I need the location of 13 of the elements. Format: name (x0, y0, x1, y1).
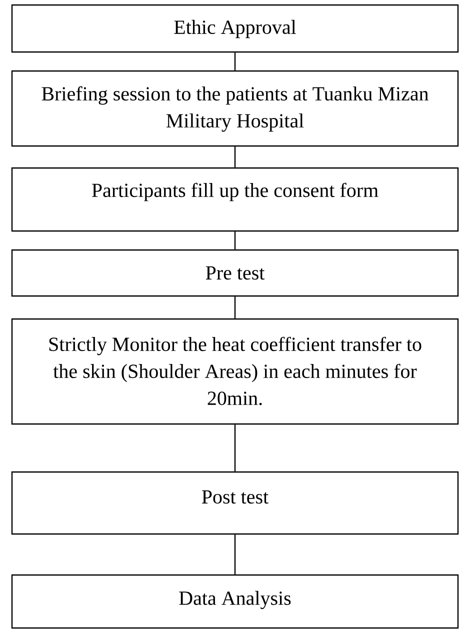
connector-line (234, 534, 236, 574)
process-box: Strictly Monitor the heat coefficient transfer to the skin (Shoulder Areas) in each minutes for 20min. (11, 318, 459, 425)
connector-line (234, 424, 236, 472)
connector-line (234, 232, 236, 250)
process-box: Briefing session to the patients at Tuanku Mizan Military Hospital (11, 70, 459, 147)
process-box: Participants fill up the consent form (11, 167, 459, 232)
process-box: Ethic Approval (11, 4, 459, 53)
process-box: Post test (11, 471, 459, 535)
connector-line (234, 146, 236, 168)
process-box: Data Analysis (11, 574, 459, 629)
connector-line (234, 52, 236, 70)
process-box: Pre test (11, 249, 459, 297)
connector-line (234, 296, 236, 318)
